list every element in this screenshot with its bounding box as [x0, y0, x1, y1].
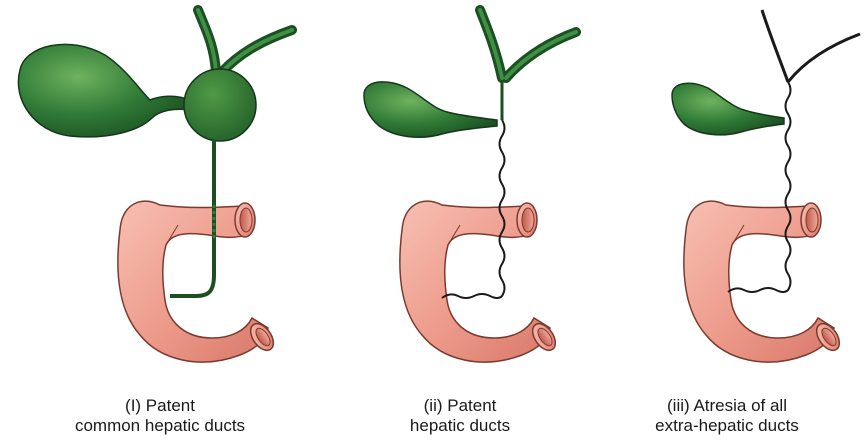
caption-panel-ii: (ii) Patent hepatic ducts	[320, 396, 600, 436]
panel-ii	[364, 10, 576, 362]
hepatic-duct-right-i	[222, 30, 292, 72]
hepatic-cyst-i	[184, 69, 256, 141]
duodenum-ii	[400, 201, 560, 362]
caption-ii-line2: hepatic ducts	[320, 416, 600, 436]
caption-iii-line2: extra-hepatic ducts	[587, 416, 867, 436]
hepatic-cord-left-iii	[762, 10, 788, 82]
caption-panel-iii: (iii) Atresia of all extra-hepatic ducts	[587, 396, 867, 436]
caption-iii-line1: (iii) Atresia of all	[587, 396, 867, 416]
panel-iii	[672, 10, 860, 362]
panel-i	[18, 10, 292, 362]
caption-i-line2: common hepatic ducts	[20, 416, 300, 436]
hepatic-cord-right-iii	[788, 34, 860, 82]
duodenum-i	[118, 201, 278, 362]
caption-panel-i: (I) Patent common hepatic ducts	[20, 396, 300, 436]
gallbladder-iii	[672, 83, 784, 135]
caption-i-line1: (I) Patent	[20, 396, 300, 416]
duodenum-iii	[684, 201, 844, 362]
caption-ii-line1: (ii) Patent	[320, 396, 600, 416]
gallbladder-ii	[364, 82, 497, 137]
gallbladder-i	[18, 44, 190, 137]
hepatic-duct-right-ii	[506, 32, 576, 78]
